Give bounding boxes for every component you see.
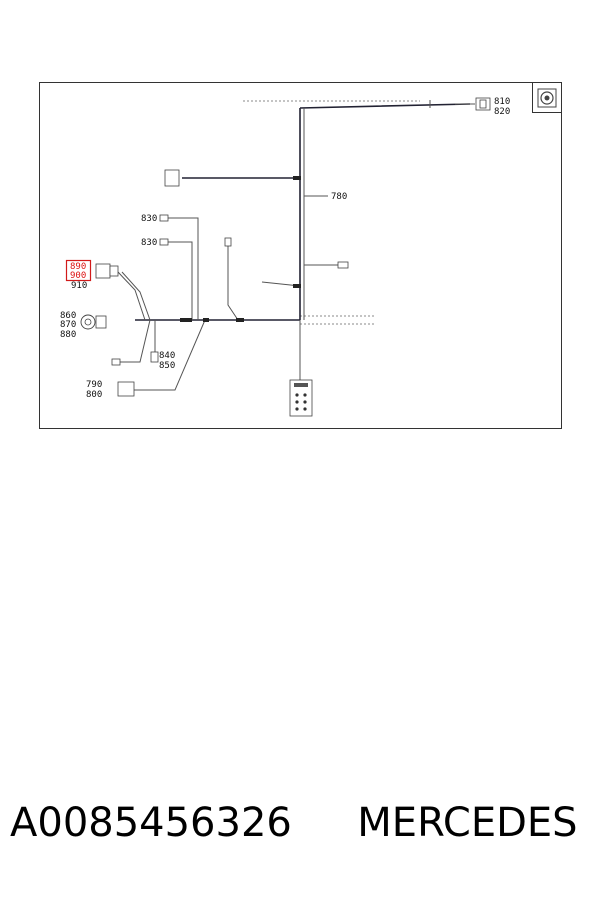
label-800: 800 — [86, 390, 102, 400]
label-780: 780 — [331, 192, 347, 202]
branch-810 — [429, 100, 475, 108]
label-870: 870 — [60, 320, 76, 330]
connector-bottom — [289, 379, 313, 417]
branch-lower-left — [118, 319, 151, 363]
connector-lower-left — [111, 358, 121, 366]
splice-center — [203, 318, 209, 322]
splice-right — [236, 318, 244, 322]
label-840: 840 — [159, 351, 175, 361]
branch-center-pin — [227, 245, 239, 321]
connector-860-body — [95, 315, 107, 329]
body-outline-mid — [300, 315, 375, 325]
connector-right — [337, 261, 349, 269]
branch-890-b — [121, 271, 151, 321]
part-number: A0085456326 — [10, 800, 292, 846]
connector-860-inner — [84, 318, 92, 326]
splice-upper — [293, 176, 301, 180]
label-820: 820 — [494, 107, 510, 117]
label-850: 850 — [159, 361, 175, 371]
connector-790 — [117, 381, 135, 397]
connector-890-plug — [109, 265, 119, 277]
caption: A0085456326 MERCEDES — [10, 800, 590, 846]
label-830a: 830 — [141, 214, 157, 224]
connector-860 — [80, 314, 96, 330]
label-890: 890 — [70, 262, 86, 272]
label-860: 860 — [60, 311, 76, 321]
branch-830b — [168, 241, 193, 320]
connector-bottom-pins — [295, 393, 307, 411]
connector-830a — [159, 214, 169, 222]
connector-890 — [95, 263, 111, 279]
branch-890 — [117, 271, 146, 321]
connector-center-pin — [224, 237, 232, 247]
wiring-harness-diagram: 810 820 780 830 830 890 900 910 860 870 … — [39, 82, 562, 429]
label-900: 900 — [70, 271, 86, 281]
brand-name: MERCEDES — [357, 800, 578, 846]
connector-upper-left — [164, 169, 180, 187]
label-790: 790 — [86, 380, 102, 390]
label-830b: 830 — [141, 238, 157, 248]
connector-bottom-top — [294, 383, 308, 387]
connector-830b — [159, 238, 169, 246]
label-910: 910 — [71, 281, 87, 291]
connector-810-pin — [479, 99, 487, 109]
label-810: 810 — [494, 97, 510, 107]
branch-lower — [130, 319, 206, 391]
logo-box-icon — [532, 82, 562, 113]
label-880: 880 — [60, 330, 76, 340]
highlight-box — [65, 259, 92, 282]
branch-830a — [168, 217, 199, 320]
splice-mid — [293, 284, 301, 288]
splice-left — [180, 318, 192, 322]
connector-840 — [150, 351, 159, 363]
